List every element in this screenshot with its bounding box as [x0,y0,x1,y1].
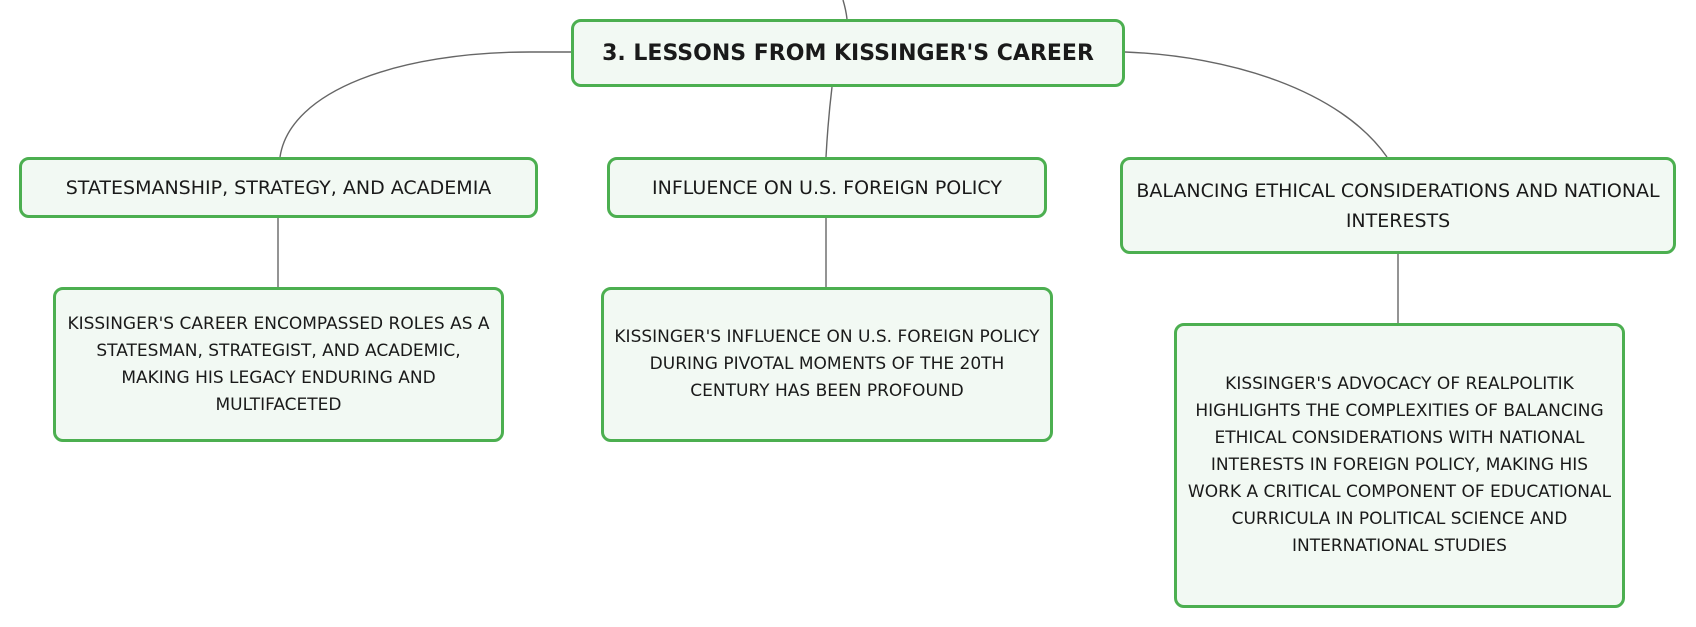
branch-node-foreign-policy[interactable]: INFLUENCE ON U.S. FOREIGN POLICY [607,157,1047,218]
detail-node-ethics[interactable]: KISSINGER'S ADVOCACY OF REALPOLITIK HIGH… [1174,323,1625,608]
branch-node-statesmanship[interactable]: STATESMANSHIP, STRATEGY, AND ACADEMIA [19,157,538,218]
branch-node-label: STATESMANSHIP, STRATEGY, AND ACADEMIA [65,176,492,199]
detail-node-text: KISSINGER'S INFLUENCE ON U.S. FOREIGN PO… [614,327,1040,401]
detail-node-text: KISSINGER'S CAREER ENCOMPASSED ROLES AS … [67,313,490,415]
connector-root-to-branch-2 [825,86,833,158]
connector-parent-to-root [842,0,848,20]
connector-root-to-branch-3 [1124,51,1388,158]
branch-node-label: INFLUENCE ON U.S. FOREIGN POLICY [652,176,1002,199]
branch-node-label: BALANCING ETHICAL CONSIDERATIONS AND NAT… [1136,179,1660,232]
root-node-label: 3. LESSONS FROM KISSINGER'S CAREER [602,40,1094,66]
detail-node-statesmanship[interactable]: KISSINGER'S CAREER ENCOMPASSED ROLES AS … [53,287,504,442]
branch-node-ethics[interactable]: BALANCING ETHICAL CONSIDERATIONS AND NAT… [1120,157,1676,254]
detail-node-foreign-policy[interactable]: KISSINGER'S INFLUENCE ON U.S. FOREIGN PO… [601,287,1053,442]
root-node[interactable]: 3. LESSONS FROM KISSINGER'S CAREER [571,19,1125,87]
detail-node-text: KISSINGER'S ADVOCACY OF REALPOLITIK HIGH… [1187,374,1612,556]
connector-root-to-branch-1 [279,51,571,158]
